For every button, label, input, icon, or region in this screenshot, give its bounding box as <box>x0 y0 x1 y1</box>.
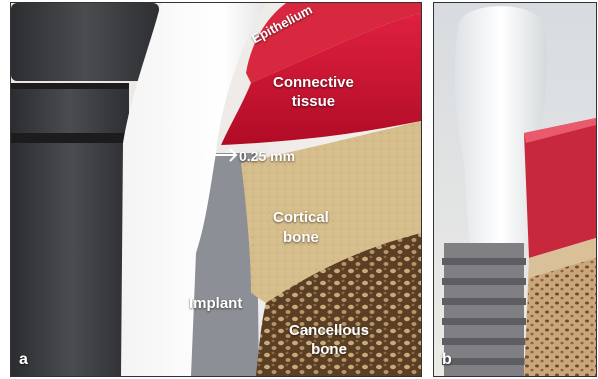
connective-line-1: Connective <box>273 73 354 92</box>
cortical-bone-label: Cortical bone <box>273 208 329 248</box>
cancellous-line-2: bone <box>289 340 369 359</box>
panel-a: Epithelium Connective tissue 0.25 mm Cor… <box>10 2 422 377</box>
panel-b: b <box>433 2 597 377</box>
gap-measure-label: 0.25 mm <box>239 148 295 164</box>
panel-b-illustration <box>434 3 596 376</box>
cortical-line-1: Cortical <box>273 208 329 228</box>
panel-a-letter: a <box>19 351 28 369</box>
connective-line-2: tissue <box>273 92 354 111</box>
cortical-line-2: bone <box>273 228 329 248</box>
cancellous-bone-label: Cancellous bone <box>289 321 369 359</box>
implant-label: Implant <box>189 295 242 312</box>
cancellous-line-1: Cancellous <box>289 321 369 340</box>
panel-b-letter: b <box>442 351 452 369</box>
implant-threads <box>442 243 526 376</box>
connective-tissue-label: Connective tissue <box>273 73 354 111</box>
